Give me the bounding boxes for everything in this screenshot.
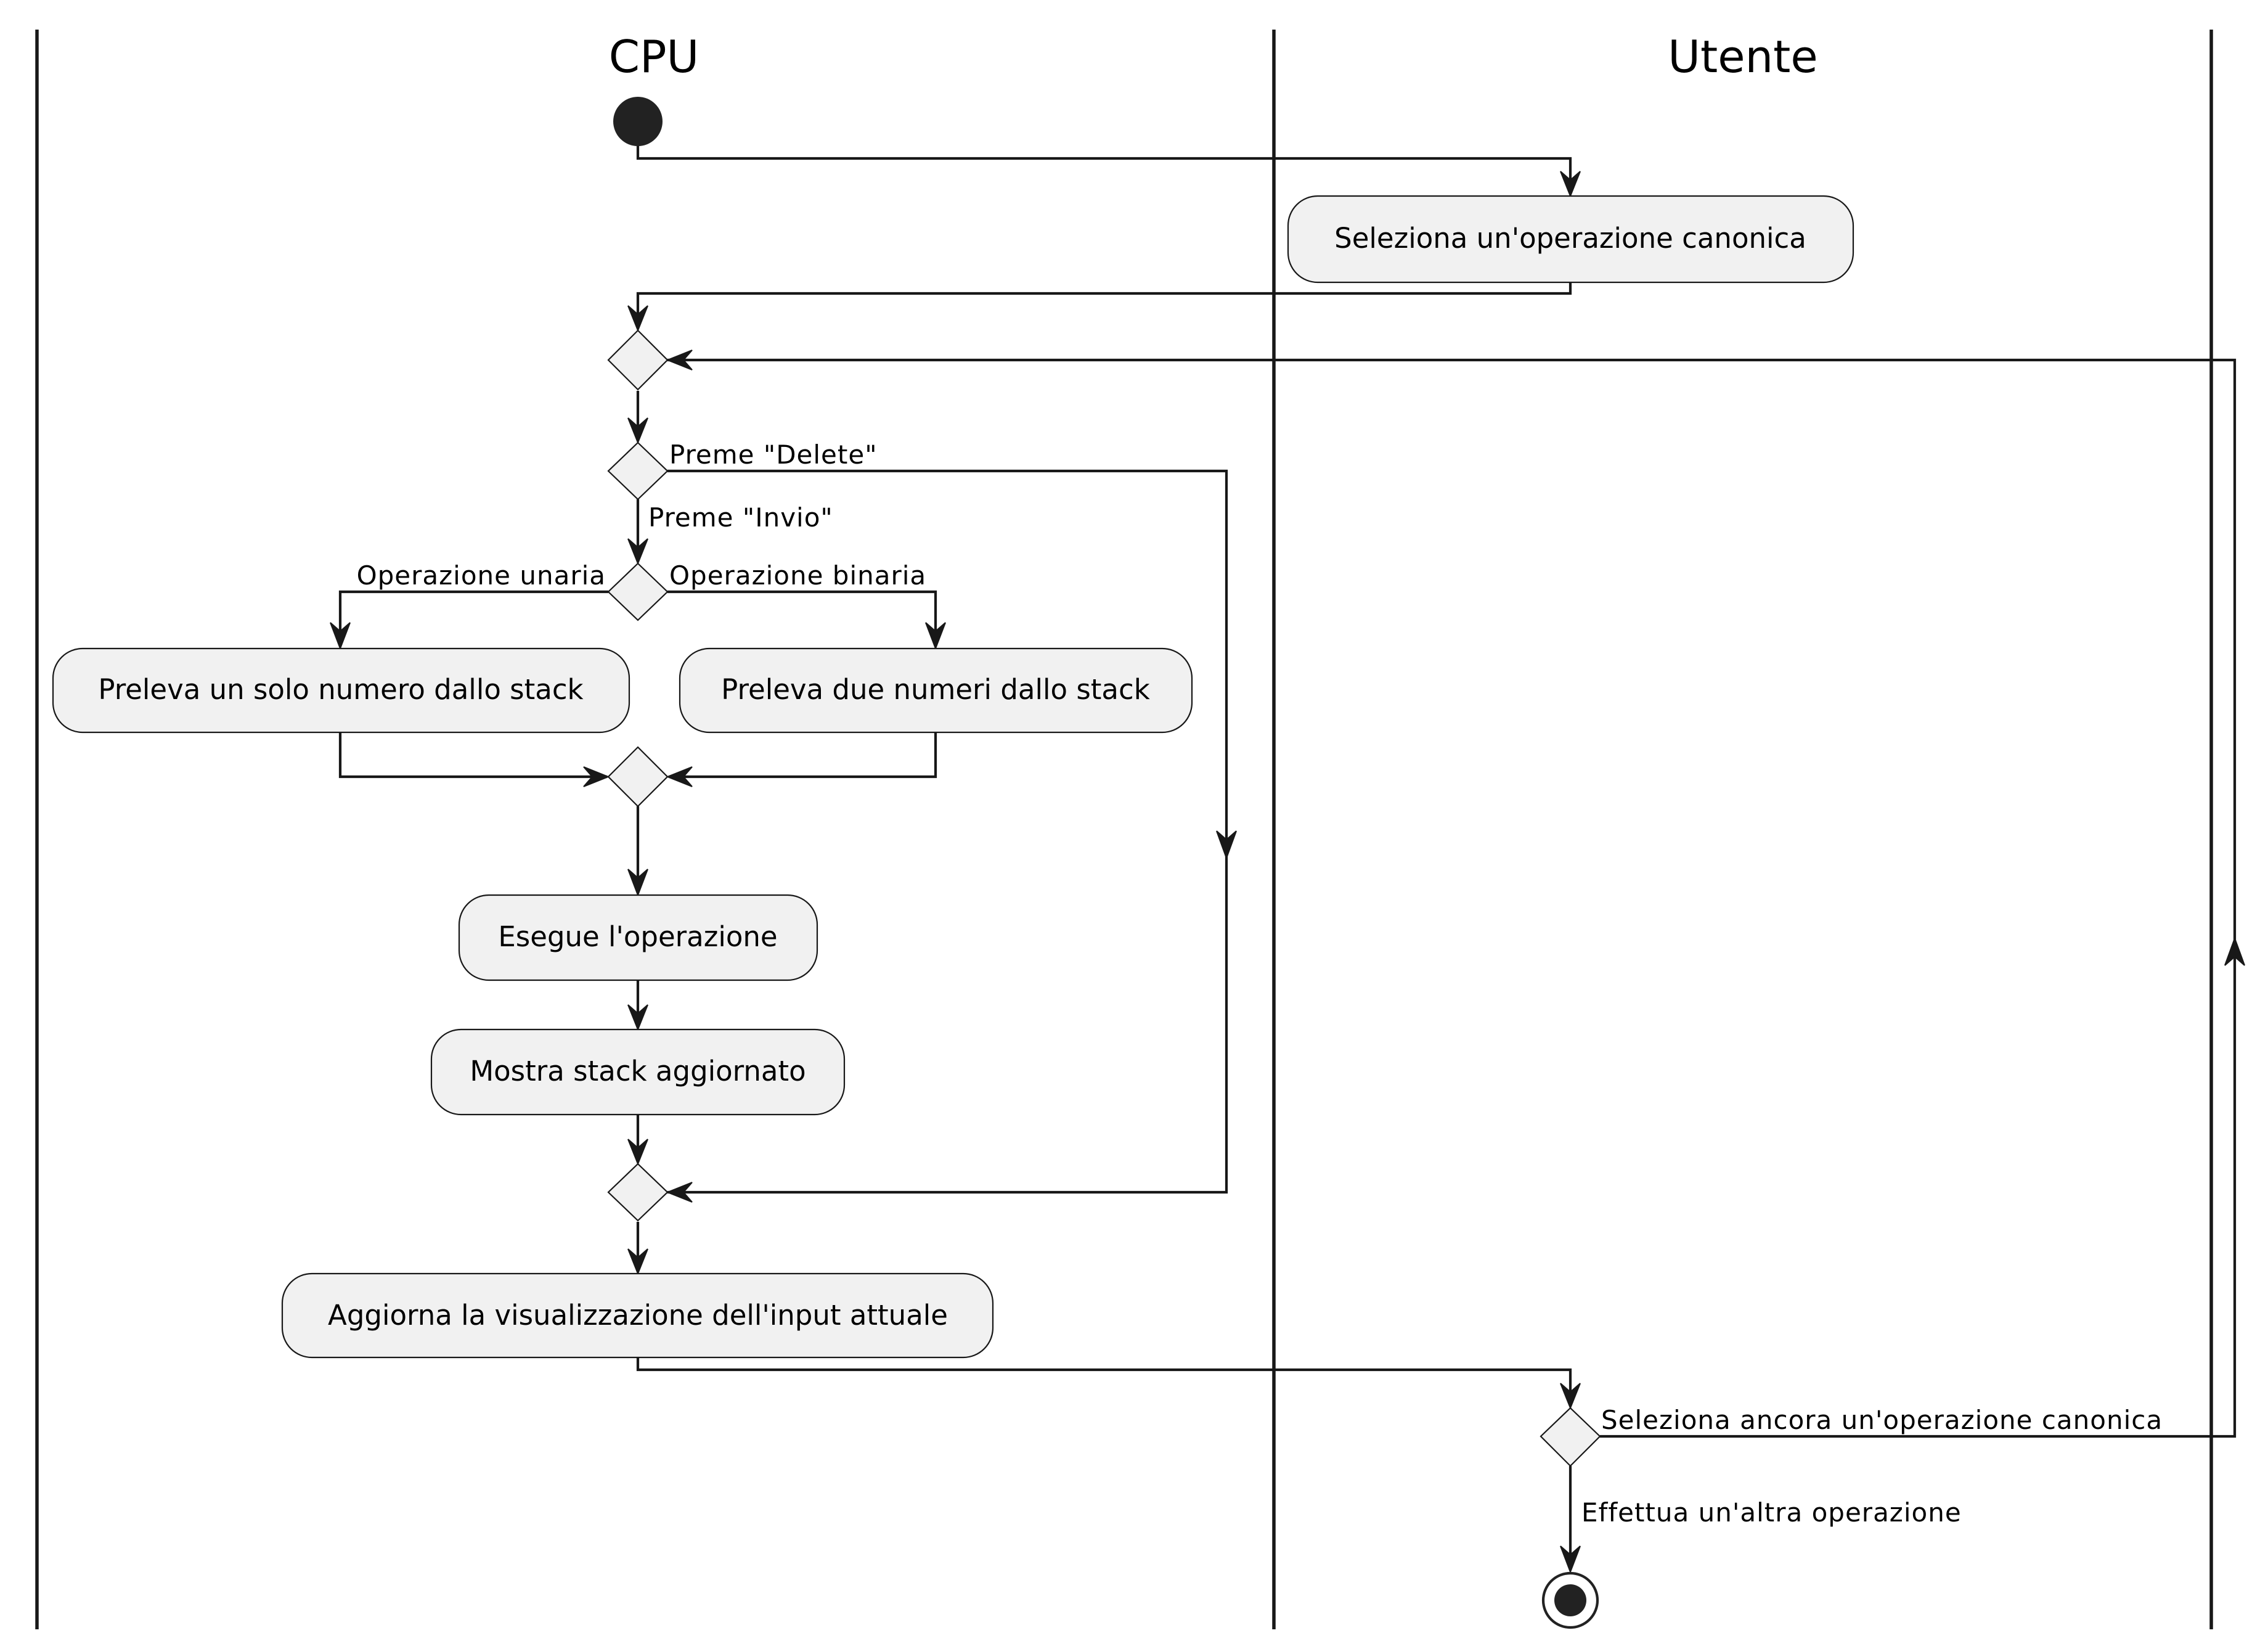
- action-preleva-uno-label: Preleva un solo numero dallo stack: [98, 673, 583, 706]
- guard-delete: Preme "Delete": [669, 440, 878, 470]
- guard-ancora: Seleziona ancora un'operazione canonica: [1601, 1405, 2163, 1435]
- arrowhead: [627, 869, 648, 897]
- arrowhead: [627, 417, 648, 444]
- lane-title-utente: Utente: [1668, 31, 1817, 83]
- merge-node-loop: [607, 329, 669, 391]
- arrowhead: [1216, 830, 1237, 860]
- merge-node-branches: [607, 1163, 669, 1222]
- arrowhead: [1560, 1545, 1581, 1574]
- guard-unaria: Operazione unaria: [357, 560, 606, 591]
- start-node: [613, 97, 663, 146]
- lane-title-cpu: CPU: [609, 31, 699, 83]
- guard-invio: Preme "Invio": [648, 502, 833, 533]
- edge-preleva-due-to-join: [669, 732, 937, 779]
- edge-delete-branch: [667, 469, 1228, 1194]
- arrowhead: [666, 1182, 693, 1203]
- decision-operation-type: [607, 562, 669, 621]
- guard-binaria: Operazione binaria: [669, 560, 926, 591]
- arrowhead: [925, 622, 946, 650]
- arrowhead: [1560, 1383, 1581, 1410]
- arrowhead: [1560, 171, 1581, 198]
- end-node-dot: [1554, 1584, 1586, 1616]
- decision-continue: [1540, 1407, 1601, 1467]
- arrowhead: [627, 1139, 648, 1166]
- arrowhead: [627, 1004, 648, 1031]
- edge-seleziona-to-merge: [636, 282, 1572, 319]
- action-seleziona-box: [1287, 195, 1854, 284]
- action-aggiorna-box: [281, 1272, 994, 1359]
- arrowhead: [2224, 936, 2245, 966]
- action-preleva-due-label: Preleva due numeri dallo stack: [721, 673, 1150, 706]
- merge-node-operation: [607, 746, 669, 808]
- action-mostra-label: Mostra stack aggiornato: [470, 1055, 806, 1087]
- arrowhead: [627, 538, 648, 565]
- arrowhead: [627, 1248, 648, 1275]
- action-mostra-box: [430, 1028, 846, 1116]
- edge-preleva-uno-to-join: [338, 732, 607, 779]
- edge-binaria-branch: [667, 590, 937, 635]
- action-esegue-box: [458, 894, 818, 981]
- action-seleziona-label: Seleziona un'operazione canonica: [1334, 222, 1806, 255]
- arrowhead: [627, 305, 648, 332]
- action-aggiorna-label: Aggiorna la visualizzazione dell'input a…: [328, 1299, 948, 1332]
- arrowhead: [666, 350, 693, 370]
- edge-aggiorna-to-decision: [636, 1357, 1572, 1396]
- arrowhead: [330, 622, 351, 650]
- action-preleva-due-box: [679, 647, 1193, 734]
- guard-altra: Effettua un'altra operazione: [1581, 1497, 1962, 1528]
- edge-loop-back: [667, 358, 2237, 1438]
- arrowhead: [583, 766, 610, 787]
- decision-delete-invio: [607, 441, 669, 501]
- edge-unaria-branch: [338, 590, 608, 635]
- action-esegue-label: Esegue l'operazione: [498, 920, 777, 953]
- edge-start-to-seleziona: [636, 145, 1572, 185]
- action-preleva-uno-box: [52, 647, 630, 734]
- arrowhead: [666, 766, 693, 787]
